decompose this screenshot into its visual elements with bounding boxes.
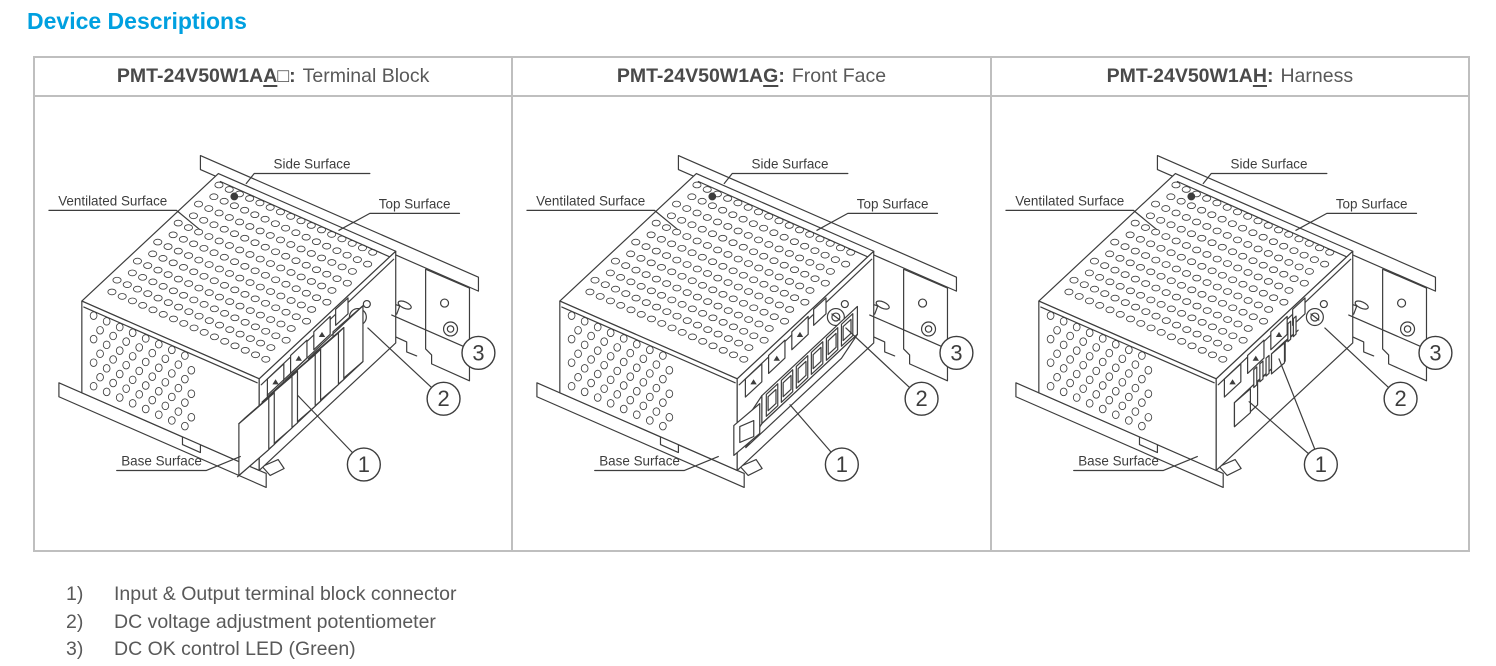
callout-1: 1 xyxy=(358,452,370,477)
model-code-prefix: PMT-24V50W1A xyxy=(616,65,764,87)
label-side: Side Surface xyxy=(1230,157,1307,172)
model-code-prefix: PMT-24V50W1A xyxy=(116,65,264,87)
label-side: Side Surface xyxy=(274,157,351,172)
callout-2: 2 xyxy=(916,386,928,411)
note-text: DC voltage adjustment potentiometer xyxy=(114,610,436,633)
model-code-suffix: : xyxy=(778,65,785,87)
model-code: PMT-24V50W1AA□: xyxy=(117,65,296,87)
label-base: Base Surface xyxy=(1078,454,1159,469)
callout-2: 2 xyxy=(437,386,449,411)
model-code-underlined-letter: G xyxy=(763,65,779,87)
model-code: PMT-24V50W1AH: xyxy=(1107,65,1274,87)
label-ventilated: Ventilated Surface xyxy=(1015,193,1124,208)
page-title: Device Descriptions xyxy=(27,8,247,34)
label-ventilated: Ventilated Surface xyxy=(58,193,167,208)
label-top: Top Surface xyxy=(379,196,451,211)
callout-1: 1 xyxy=(836,452,848,477)
callout-3: 3 xyxy=(472,340,484,365)
column-header-harness: PMT-24V50W1AH: Harness xyxy=(989,56,1471,97)
note-number: 2) xyxy=(66,610,84,633)
label-top: Top Surface xyxy=(1335,196,1407,211)
variant-name: Terminal Block xyxy=(302,65,430,87)
callout-3: 3 xyxy=(951,340,963,365)
table-header-row: PMT-24V50W1AA□:Terminal Block PMT-24V50W… xyxy=(32,56,1471,97)
column-header-front-face: PMT-24V50W1AG: Front Face xyxy=(511,56,992,97)
variant-name: Harness xyxy=(1280,65,1354,87)
label-top: Top Surface xyxy=(857,196,929,211)
callout-2: 2 xyxy=(1394,386,1406,411)
label-ventilated: Ventilated Surface xyxy=(537,193,646,208)
model-code-suffix: □: xyxy=(277,65,296,87)
note-row: 3) DC OK control LED (Green) xyxy=(66,636,457,664)
note-number: 3) xyxy=(66,638,84,660)
column-header-terminal-block: PMT-24V50W1AA□: Terminal Block xyxy=(32,56,514,97)
note-row: 1) Input & Output terminal block connect… xyxy=(66,581,457,609)
label-base: Base Surface xyxy=(600,454,681,469)
note-number: 1) xyxy=(66,583,84,605)
note-row: 2) DC voltage adjustment potentiometer xyxy=(66,609,457,637)
model-code-underlined-letter: A xyxy=(263,65,278,87)
model-code: PMT-24V50W1AG: xyxy=(617,65,785,87)
model-code-prefix: PMT-24V50W1A xyxy=(1106,65,1253,87)
label-base: Base Surface xyxy=(121,454,202,469)
callout-1: 1 xyxy=(1314,452,1326,477)
notes-list: 1) Input & Output terminal block connect… xyxy=(66,581,457,664)
variant-name: Front Face xyxy=(791,65,887,87)
note-text: Input & Output terminal block connector xyxy=(114,583,457,605)
callout-3: 3 xyxy=(1429,340,1441,365)
device-table: PMT-24V50W1AA□:Terminal Block PMT-24V50W… xyxy=(32,56,1471,552)
model-code-underlined-letter: H xyxy=(1252,65,1267,87)
note-text: DC OK control LED (Green) xyxy=(114,638,356,660)
label-side: Side Surface xyxy=(752,157,829,172)
model-code-suffix: : xyxy=(1266,65,1274,87)
